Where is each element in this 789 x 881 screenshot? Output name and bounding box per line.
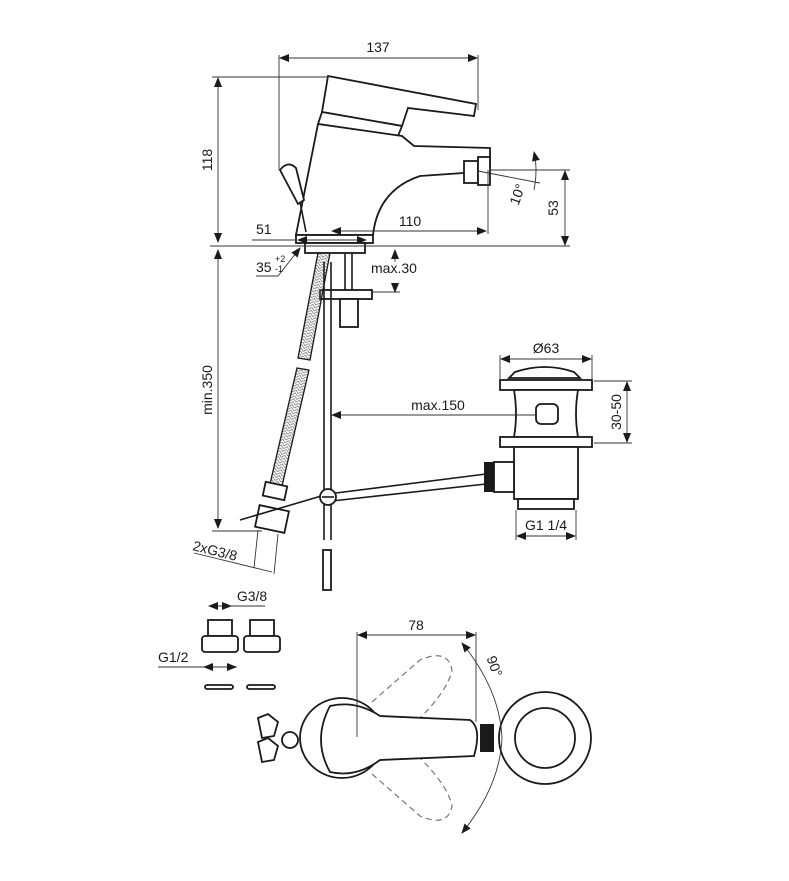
dim-spout-reach: 110 xyxy=(399,213,422,229)
mixer-top-view xyxy=(256,631,592,834)
waste-assembly xyxy=(484,366,593,510)
dim-waste-thread: G1 1/4 xyxy=(525,517,567,533)
dim-adapter-in: G1/2 xyxy=(158,649,189,665)
hose-nut xyxy=(253,504,291,534)
dim-outlet-height: 53 xyxy=(545,200,561,216)
dim-top-reach: 78 xyxy=(408,617,424,633)
dim-popup-to-mixer: max.150 xyxy=(411,397,465,413)
dim-deck-thickness: max.30 xyxy=(371,260,417,276)
mixer-side-view xyxy=(278,74,491,328)
popup-rod xyxy=(239,262,487,591)
mixer-body xyxy=(294,122,491,236)
dim-overall-length: 137 xyxy=(366,39,390,55)
dim-hose-thread: 2xG3/8 xyxy=(191,537,239,563)
dim-lever-rotation: 90° xyxy=(484,654,506,679)
dim-adapter-out: G3/8 xyxy=(237,588,268,604)
dim-hole-diameter: 35 xyxy=(256,259,272,275)
adapters xyxy=(158,602,281,690)
dim-hole-tol-plus: +2 xyxy=(275,254,285,264)
dim-overall-height: 118 xyxy=(199,149,215,172)
dim-outlet-angle: 10° xyxy=(506,182,528,207)
flexible-hose xyxy=(253,252,331,534)
popup-knob xyxy=(278,163,306,206)
outlet-nozzle xyxy=(463,160,479,184)
dim-hose-length: min.350 xyxy=(199,365,215,415)
dim-waste-range: 30-50 xyxy=(608,394,624,430)
dimension-lines xyxy=(193,54,632,575)
dim-waste-diameter: Ø63 xyxy=(533,340,560,356)
dim-hole-tol-minus: -1 xyxy=(275,264,283,274)
dim-base-diameter: 51 xyxy=(256,221,272,237)
